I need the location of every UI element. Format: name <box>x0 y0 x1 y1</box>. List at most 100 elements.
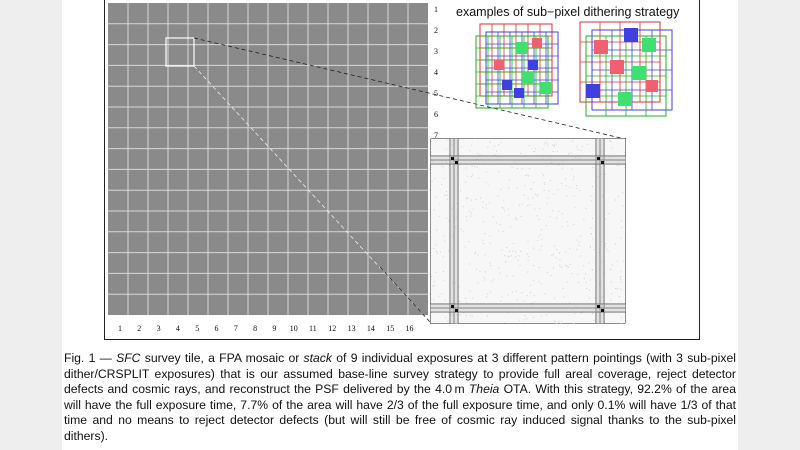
gap-intersection <box>597 157 600 160</box>
noise-speck <box>489 262 491 264</box>
noise-speck <box>479 308 481 310</box>
noise-speck <box>521 292 523 294</box>
noise-speck <box>580 312 582 314</box>
noise-speck <box>576 248 578 250</box>
noise-speck <box>488 202 490 204</box>
caption-stack: stack <box>303 351 332 365</box>
noise-speck <box>487 183 489 185</box>
noise-speck <box>447 320 449 322</box>
noise-speck <box>600 241 602 243</box>
noise-speck <box>444 299 446 301</box>
noise-speck <box>605 218 607 220</box>
noise-speck <box>611 293 613 295</box>
noise-speck <box>477 282 479 284</box>
noise-speck <box>618 164 620 166</box>
noise-speck <box>485 171 487 173</box>
noise-speck <box>523 300 525 302</box>
gap-intersection <box>451 157 454 160</box>
noise-speck <box>620 237 622 239</box>
dither-pixel <box>516 42 528 54</box>
noise-speck <box>430 177 432 179</box>
noise-speck <box>441 165 443 167</box>
noise-speck <box>611 147 613 149</box>
noise-speck <box>622 205 624 207</box>
noise-speck <box>546 202 548 204</box>
noise-speck <box>583 218 585 220</box>
noise-speck <box>496 150 498 152</box>
noise-speck <box>431 180 433 182</box>
noise-speck <box>589 246 591 248</box>
column-number: 10 <box>289 324 298 333</box>
noise-speck <box>460 190 462 192</box>
noise-speck <box>553 297 555 299</box>
noise-speck <box>470 199 472 201</box>
noise-speck <box>472 208 474 210</box>
noise-speck <box>547 143 549 145</box>
gap-intersection <box>451 305 454 308</box>
noise-speck <box>465 181 466 183</box>
noise-speck <box>605 243 607 244</box>
noise-speck <box>542 173 543 175</box>
noise-speck <box>593 249 595 251</box>
gap-intersection <box>455 309 458 312</box>
noise-speck <box>527 240 529 242</box>
noise-speck <box>541 229 543 231</box>
noise-speck <box>618 296 620 297</box>
noise-speck <box>543 143 545 145</box>
noise-speck <box>476 158 478 160</box>
noise-speck <box>498 230 499 232</box>
noise-speck <box>472 174 474 176</box>
noise-speck <box>518 255 520 257</box>
column-number: 15 <box>386 324 395 333</box>
noise-speck <box>577 274 579 275</box>
noise-speck <box>483 277 485 279</box>
noise-speck <box>509 250 511 252</box>
noise-speck <box>441 293 443 295</box>
noise-speck <box>485 207 487 209</box>
noise-speck <box>561 213 563 215</box>
noise-speck <box>515 290 517 292</box>
noise-speck <box>609 268 611 270</box>
noise-speck <box>591 269 593 271</box>
noise-speck <box>576 239 578 241</box>
noise-speck <box>555 321 556 323</box>
noise-speck <box>462 206 464 208</box>
noise-speck <box>560 323 562 324</box>
noise-speck <box>571 309 573 311</box>
noise-speck <box>486 296 487 298</box>
inset-background <box>430 138 626 324</box>
noise-speck <box>520 152 522 154</box>
noise-speck <box>541 308 543 310</box>
noise-speck <box>571 273 573 275</box>
column-number: 5 <box>195 324 200 333</box>
noise-speck <box>515 217 517 219</box>
noise-speck <box>523 319 525 321</box>
noise-speck <box>528 256 530 258</box>
noise-speck <box>533 280 535 282</box>
noise-speck <box>468 263 470 265</box>
noise-speck <box>549 180 551 182</box>
noise-speck <box>557 189 559 190</box>
noise-speck <box>504 255 506 257</box>
noise-speck <box>543 189 545 191</box>
noise-speck <box>484 279 486 281</box>
caption-part2: of 9 individual exposures at 3 different… <box>64 351 736 397</box>
column-number: 3 <box>156 324 161 333</box>
noise-speck <box>515 251 517 253</box>
noise-speck <box>604 313 606 315</box>
noise-speck <box>565 265 567 267</box>
noise-speck <box>516 187 518 189</box>
noise-speck <box>433 299 435 301</box>
noise-speck <box>550 162 552 163</box>
noise-speck <box>485 181 487 183</box>
noise-speck <box>479 270 481 272</box>
noise-speck <box>585 208 587 209</box>
noise-speck <box>569 302 571 304</box>
noise-speck <box>538 267 540 268</box>
noise-speck <box>440 251 441 253</box>
column-number: 7 <box>233 324 238 333</box>
noise-speck <box>620 275 622 277</box>
noise-speck <box>547 197 549 199</box>
noise-speck <box>456 202 458 204</box>
noise-speck <box>493 279 495 281</box>
